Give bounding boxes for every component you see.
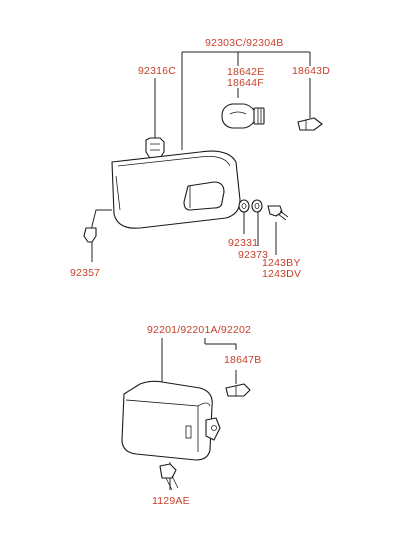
- label-bolt: 1129AE: [152, 495, 190, 507]
- label-wedge-bulb: 18643D: [292, 65, 330, 77]
- corner-lamp-leader-lines: [91, 51, 311, 262]
- label-fog-lamp-assy: 92201/92201A/92202: [147, 324, 251, 336]
- label-bulb-b: 18644F: [227, 77, 264, 89]
- label-fog-bulb: 18647B: [224, 354, 261, 366]
- label-clip: 92357: [70, 267, 100, 279]
- corner-lamp-housing: [111, 150, 241, 229]
- fog-lamp-housing: [121, 380, 221, 461]
- label-washer-2: 92373: [238, 249, 268, 261]
- bulb-part: [221, 103, 265, 129]
- bolt-part: [159, 463, 179, 491]
- fog-bulb-part: [225, 383, 251, 397]
- label-bulb-a: 18642E: [227, 66, 264, 78]
- wedge-bulb-part: [297, 117, 323, 131]
- socket-holder-part: [145, 137, 165, 159]
- label-screw-b: 1243DV: [262, 268, 301, 280]
- label-socket-holder: 92316C: [138, 65, 176, 77]
- label-corner-lamp-assy: 92303C/92304B: [205, 37, 284, 49]
- washer-parts: [238, 199, 263, 213]
- label-washer-1: 92331: [228, 237, 258, 249]
- clip-part: [83, 227, 97, 243]
- label-screw-a: 1243BY: [262, 257, 301, 269]
- screw-part: [267, 205, 289, 221]
